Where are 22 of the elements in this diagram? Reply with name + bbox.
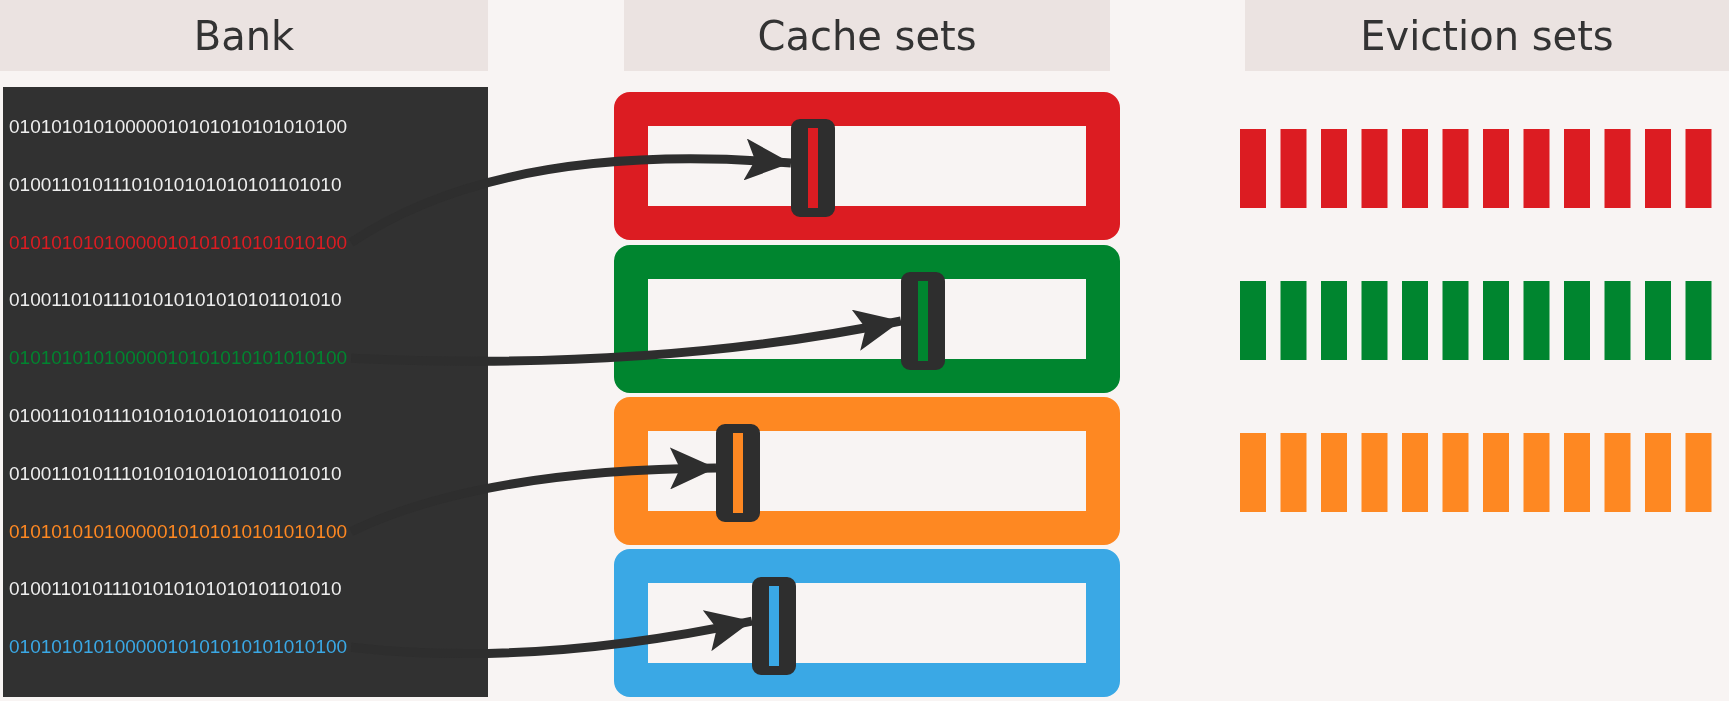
column-heading: Cache sets <box>624 0 1110 71</box>
bit-string: 01010101010000010101010101010100 <box>9 347 348 370</box>
cache-line-slot <box>901 272 945 370</box>
cache-set-box <box>614 397 1120 545</box>
bit-string: 01001101011101010101010101101010 <box>9 173 342 196</box>
bit-string: 01001101011101010101010101101010 <box>9 289 342 312</box>
cache-set-box <box>614 245 1120 393</box>
bit-string: 01001101011101010101010101101010 <box>9 462 342 485</box>
bit-string: 01010101010000010101010101010100 <box>9 520 348 543</box>
bit-string: 01001101011101010101010101101010 <box>9 578 342 601</box>
cache-line-slot <box>716 424 760 522</box>
bit-string: 01010101010000010101010101010100 <box>9 116 348 138</box>
cache-line-slot <box>752 577 796 675</box>
column-heading: Eviction sets <box>1245 0 1729 71</box>
cache-set-box <box>614 549 1120 697</box>
bit-string: 01010101010000010101010101010100 <box>9 231 348 254</box>
column-heading: Bank <box>0 0 488 71</box>
memory-bank-panel <box>3 87 488 697</box>
bit-string: 01001101011101010101010101101010 <box>9 405 342 427</box>
cache-line-slot <box>791 119 835 217</box>
cache-set-box <box>614 92 1120 240</box>
bit-string: 01010101010000010101010101010100 <box>9 636 348 659</box>
